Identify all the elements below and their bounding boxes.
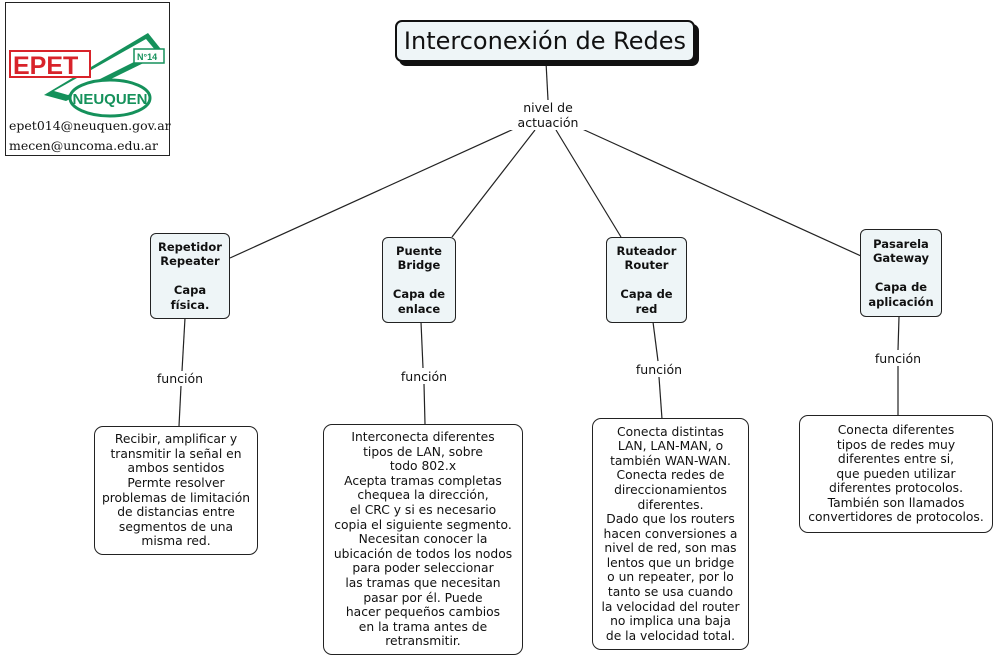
connector-root-label [545, 61, 549, 101]
school-logo-card: EPET N°14 NEUQUEN epet014@neuquen.gov.ar… [5, 2, 171, 156]
link-label-funcion-bridge: función [394, 369, 454, 384]
logo-badge-frame [133, 48, 165, 64]
description-gateway: Conecta diferentes tipos de redes muy di… [799, 415, 993, 533]
connector-router-funcion [652, 321, 659, 362]
connector-bridge-funcion [420, 321, 424, 369]
logo-oval [68, 78, 152, 118]
link-label-funcion-repeater: función [150, 371, 210, 386]
node-gateway: Pasarela Gateway Capa de aplicación [860, 229, 942, 317]
connector-funcion-bridge-desc [423, 383, 426, 425]
link-label-funcion-router: función [629, 362, 689, 377]
connector-repeater-funcion [181, 317, 186, 372]
description-bridge: Interconecta diferentes tipos de LAN, so… [323, 424, 523, 655]
connector-gateway-funcion [897, 316, 900, 351]
logo-badge-text: N°14 [137, 52, 157, 62]
node-repeater: Repetidor Repeater Capa física. [150, 233, 230, 319]
logo-text-neuquen: NEUQUEN [72, 91, 147, 108]
connector-label-repeater [229, 127, 517, 259]
description-router: Conecta distintas LAN, LAN-MAN, o tambié… [592, 418, 749, 650]
email-mecen: mecen@uncoma.edu.ar [9, 138, 158, 153]
connector-label-router [555, 129, 622, 238]
epet-neuquen-logo: EPET N°14 NEUQUEN [9, 33, 165, 118]
node-router: Ruteador Router Capa de red [606, 237, 687, 323]
root-node-title: Interconexión de Redes [395, 20, 695, 62]
logo-text-epet: EPET [13, 52, 78, 80]
logo-red-frame [9, 50, 91, 78]
connector-label-gateway [579, 127, 862, 257]
logo-white-stripe [54, 39, 156, 95]
connector-funcion-repeater-desc [178, 385, 182, 427]
connector-funcion-router-desc [658, 376, 663, 420]
email-epet: epet014@neuquen.gov.ar [9, 118, 171, 133]
node-bridge: Puente Bridge Capa de enlace [382, 237, 456, 323]
link-label-funcion-gateway: función [868, 351, 928, 366]
connector-label-bridge [451, 129, 536, 238]
link-label-nivel-actuacion: nivel de actuación [508, 100, 588, 130]
description-repeater: Recibir, amplificar y transmitir la seña… [94, 426, 258, 555]
